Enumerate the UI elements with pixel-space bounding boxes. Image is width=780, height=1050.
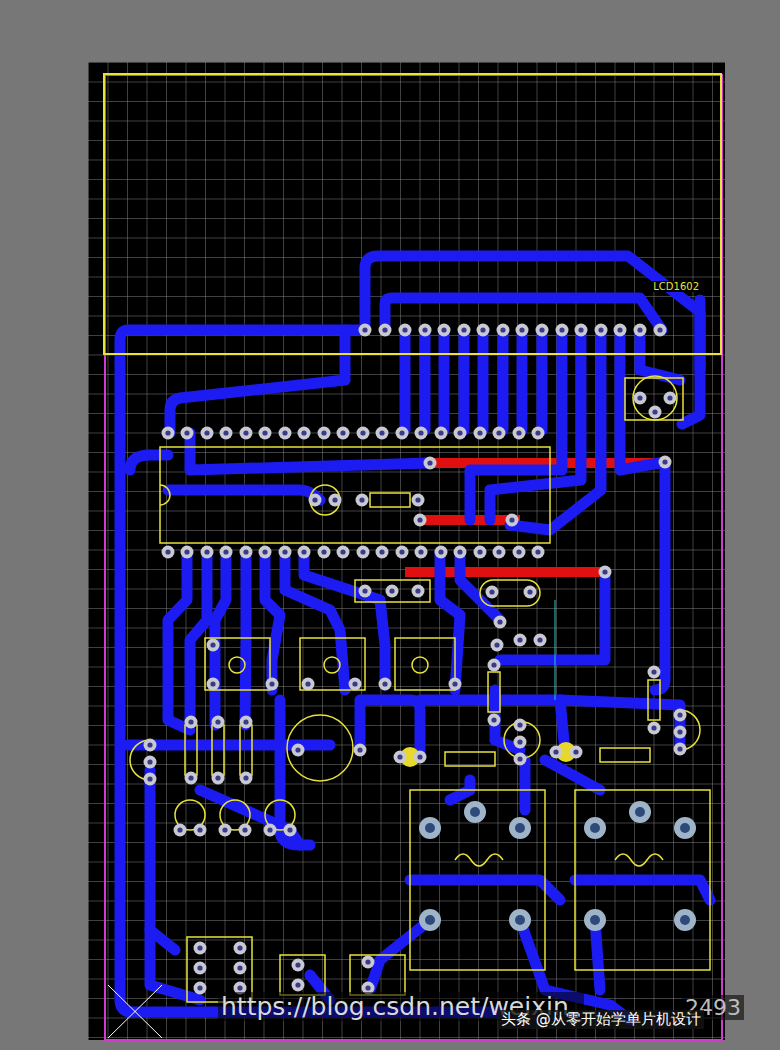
lcd-outline: LCD1602: [103, 73, 722, 355]
ratsnest: [555, 600, 556, 700]
bottom-traces: [405, 463, 665, 572]
part-name: LCD1602: [652, 281, 700, 292]
top-traces: [120, 256, 710, 1020]
origin-marker: [108, 985, 162, 1038]
pads: [144, 324, 687, 995]
watermark: 头条 @从零开始学单片机设计: [498, 1010, 704, 1029]
relay-pads: [419, 801, 696, 931]
board-ground: [88, 62, 725, 1040]
grid: [88, 62, 725, 1040]
component-outlines: [130, 376, 710, 1002]
board-outline: [105, 75, 722, 1040]
